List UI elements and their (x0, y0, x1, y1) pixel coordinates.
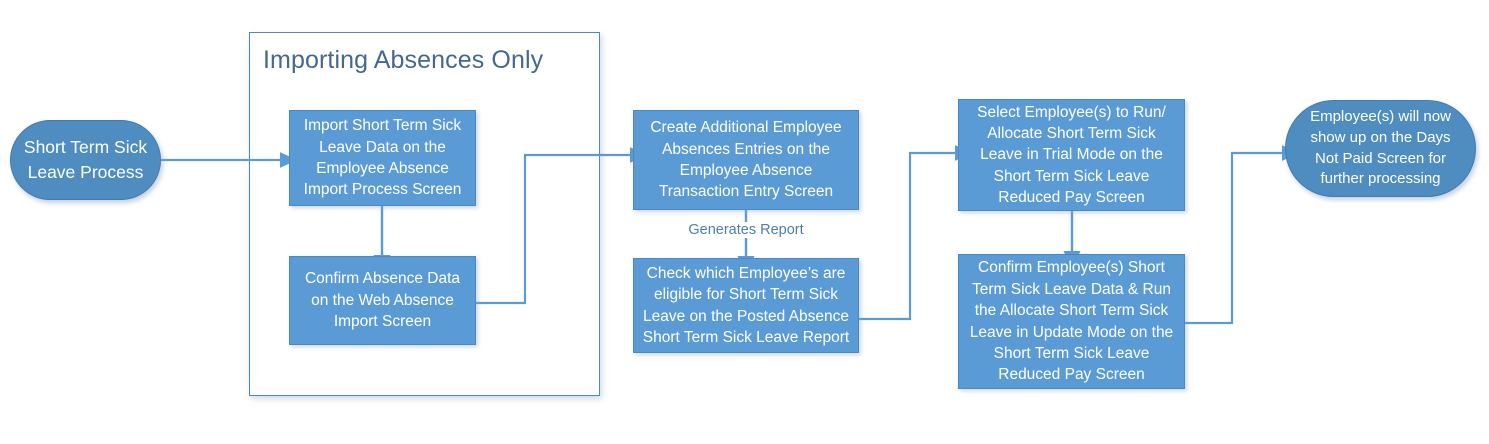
node-check-eligible[interactable]: Check which Employee’s are eligible for … (633, 258, 859, 353)
node-trial-mode-label: Select Employee(s) to Run/ Allocate Shor… (977, 103, 1166, 207)
node-update-mode-label: Confirm Employee(s) Short Term Sick Leav… (969, 259, 1174, 384)
connector-check-to-trial (859, 145, 973, 321)
node-confirm-absence-label: Confirm Absence Data on the Web Absence … (304, 270, 461, 331)
node-update-mode[interactable]: Confirm Employee(s) Short Term Sick Leav… (958, 254, 1185, 389)
node-trial-mode[interactable]: Select Employee(s) to Run/ Allocate Shor… (958, 99, 1185, 211)
group-title-importing-absences-only: Importing Absences Only (263, 46, 544, 74)
node-import-absence[interactable]: Import Short Term Sick Leave Data on the… (289, 110, 476, 206)
connector-update-to-end (1185, 145, 1300, 325)
node-start-label: Short Term Sick Leave Process (23, 137, 148, 182)
node-import-absence-label: Import Short Term Sick Leave Data on the… (303, 117, 462, 199)
node-create-entries[interactable]: Create Additional Employee Absences Entr… (633, 110, 859, 210)
edge-label-generates-report: Generates Report (688, 222, 804, 238)
node-check-eligible-label: Check which Employee’s are eligible for … (642, 264, 850, 346)
node-create-entries-label: Create Additional Employee Absences Entr… (650, 119, 842, 201)
node-confirm-absence[interactable]: Confirm Absence Data on the Web Absence … (289, 256, 476, 345)
node-end-label: Employee(s) will now show up on the Days… (1310, 108, 1451, 188)
node-start[interactable]: Short Term Sick Leave Process (10, 120, 161, 200)
node-end[interactable]: Employee(s) will now show up on the Days… (1285, 100, 1476, 197)
